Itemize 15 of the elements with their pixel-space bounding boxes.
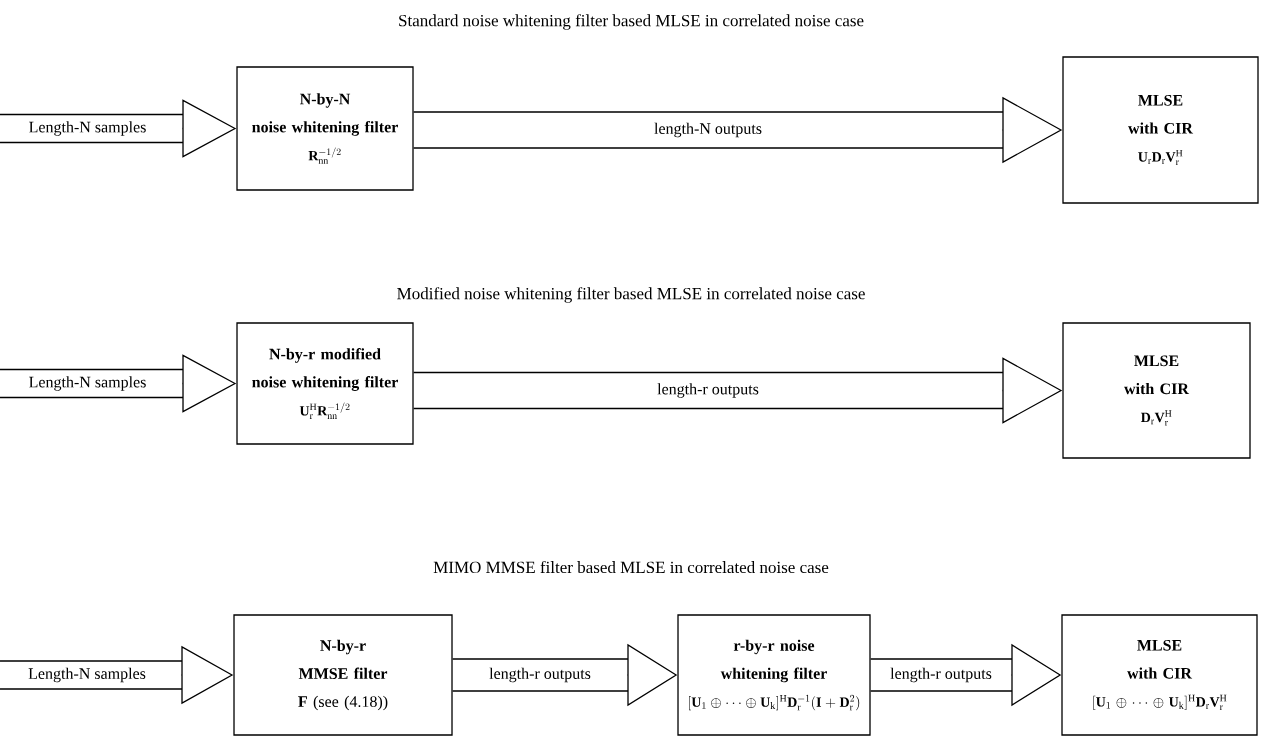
edge-label: length-r outputs [489,667,591,683]
filter-box: N-by-r MMSE filter F (see (4.18)) [233,614,453,736]
panel-title: MIMO MMSE filter based MLSE in correlated noise case [433,560,829,574]
panel-title: Standard noise whitening filter based MLSE in correlated noise case [399,14,864,30]
filter-box: MLSE with CIR $\mathbf{D}_{\mathrm{r}}\mathbf{V}_{\mathrm{r}}^{\mathrm{H}}$ [1062,322,1251,459]
filter-box: N-by-r modified noise whitening filter $\mathbf{U}_{\mathrm{r}}^{\mathrm{H}}\mathbf{R}_{\mathrm{nn}}^{-1/2}$ [236,322,414,445]
edge-label: Length-N samples [28,667,146,683]
edge-label: Length-N samples [29,121,146,136]
edge-label: length-N outputs [654,122,762,138]
edge-label: length-r outputs [890,667,992,683]
edge-label: length-r outputs [657,383,759,398]
edge-label: Length-N samples [29,376,146,391]
panel-title: Modified noise whitening filter based MLSE in correlated noise case [397,287,865,303]
filter-box: N-by-N noise whitening filter $\mathbf{R}_{\mathrm{nn}}^{-1/2}$ [236,66,414,191]
filter-box: MLSE with CIR $\mathbf{U}_{\mathrm{r}}\mathbf{D}_{\mathrm{r}}\mathbf{V}_{\mathrm{r}}^{\mathrm{H}}$ [1062,56,1259,204]
